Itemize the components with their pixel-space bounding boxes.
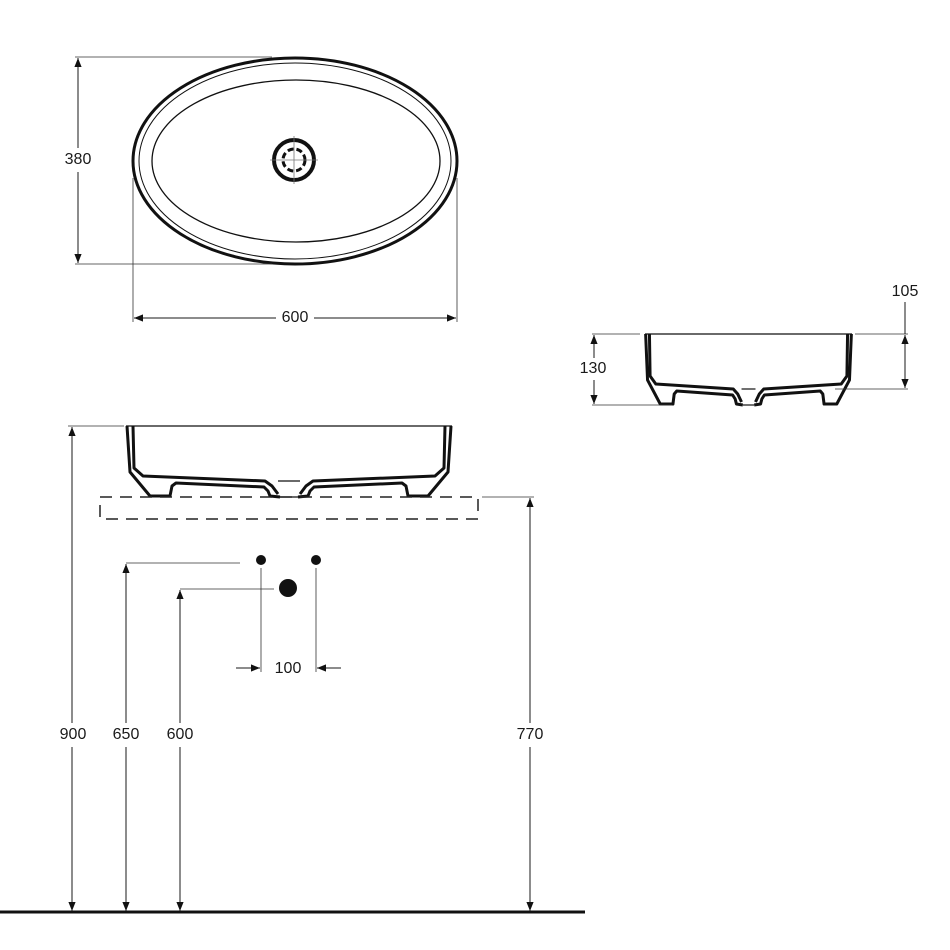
dimension-supply-height: 650 <box>110 562 240 911</box>
basin-bowl <box>151 79 441 243</box>
height-label: 130 <box>580 360 607 377</box>
basin-side-view <box>643 332 854 407</box>
dimension-counter-height: 770 <box>482 496 547 911</box>
dimension-width: 600 <box>132 178 458 330</box>
dimension-waste-height: 600 <box>164 588 274 911</box>
basin-outer-rim <box>131 56 459 266</box>
total-height-label: 900 <box>60 726 87 743</box>
counter-height-label: 770 <box>517 726 544 743</box>
dimension-inner-depth: 105 <box>835 283 919 390</box>
dimension-supply-spacing: 100 <box>236 568 341 677</box>
supply-point-left <box>256 555 266 565</box>
width-label: 600 <box>282 309 309 326</box>
depth-label: 380 <box>65 151 92 168</box>
dimension-height: 130 <box>578 333 672 406</box>
basin-inner-rim <box>138 62 452 260</box>
basin-top-view <box>131 56 459 266</box>
inner-depth-label: 105 <box>892 283 919 300</box>
basin-installed-view <box>124 424 454 499</box>
drain-icon <box>270 136 318 184</box>
supply-height-label: 650 <box>113 726 140 743</box>
waste-height-label: 600 <box>167 726 194 743</box>
supply-point-right <box>311 555 321 565</box>
dimension-total-height: 900 <box>56 425 124 911</box>
waste-point <box>279 579 297 597</box>
supply-spacing-label: 100 <box>275 660 302 677</box>
countertop <box>99 496 479 520</box>
dimension-depth: 380 <box>62 56 272 265</box>
